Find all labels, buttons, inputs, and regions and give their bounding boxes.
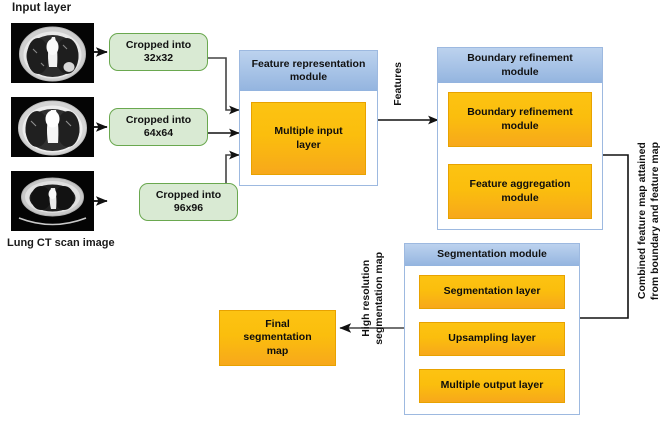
crop-box-32-line2: 32x32 bbox=[143, 52, 174, 64]
lung-ct-scan-image-1 bbox=[11, 23, 94, 83]
multiple-output-layer-box[interactable]: Multiple output layer bbox=[419, 369, 565, 403]
boundary-refinement-module-body: Boundary refinement module Feature aggre… bbox=[438, 83, 602, 230]
feature-aggregation-line1: Feature aggregation bbox=[469, 178, 571, 191]
boundary-refinement-header-line2: module bbox=[501, 65, 539, 78]
ct-scan-graphic-1 bbox=[11, 23, 94, 83]
boundary-refinement-inner-box[interactable]: Boundary refinement module bbox=[448, 92, 592, 147]
final-segmentation-map-line3: map bbox=[266, 344, 289, 357]
arrow-crop1-to-feature bbox=[208, 57, 240, 115]
lung-ct-scan-image-2 bbox=[11, 97, 94, 157]
segmentation-layer-box[interactable]: Segmentation layer bbox=[419, 275, 565, 309]
ct-scan-graphic-3 bbox=[11, 171, 94, 231]
feature-representation-module[interactable]: Feature representation module Multiple i… bbox=[239, 50, 378, 186]
crop-box-32-line1: Cropped into bbox=[125, 38, 192, 51]
multiple-output-layer-label: Multiple output layer bbox=[440, 379, 544, 392]
combined-feature-map-label: Combined feature map attained from bound… bbox=[636, 142, 661, 300]
feature-aggregation-module-box[interactable]: Feature aggregation module bbox=[448, 164, 592, 219]
upsampling-layer-box[interactable]: Upsampling layer bbox=[419, 322, 565, 356]
crop-box-96[interactable]: Cropped into 96x96 bbox=[139, 183, 238, 221]
ct-scan-graphic-2 bbox=[11, 97, 94, 157]
multiple-input-layer-line1: Multiple input bbox=[274, 125, 343, 138]
crop-box-64[interactable]: Cropped into 64x64 bbox=[109, 108, 208, 146]
boundary-refinement-inner-line1: Boundary refinement bbox=[467, 106, 573, 119]
segmentation-layer-label: Segmentation layer bbox=[443, 285, 541, 298]
boundary-refinement-header-line1: Boundary refinement bbox=[467, 52, 573, 65]
segmentation-module[interactable]: Segmentation module Segmentation layer U… bbox=[404, 243, 580, 415]
upsampling-layer-label: Upsampling layer bbox=[448, 332, 536, 345]
high-resolution-segmentation-label: High resolution segmentation map bbox=[360, 252, 385, 345]
final-segmentation-map-box[interactable]: Final segmentation map bbox=[219, 310, 336, 366]
segmentation-module-body: Segmentation layer Upsampling layer Mult… bbox=[405, 266, 579, 416]
crop-box-96-line1: Cropped into bbox=[155, 188, 222, 201]
boundary-refinement-module-header: Boundary refinement module bbox=[438, 48, 602, 83]
lung-ct-caption: Lung CT scan image bbox=[7, 237, 115, 249]
high-resolution-line2: segmentation map bbox=[372, 252, 385, 345]
final-segmentation-map-line1: Final bbox=[265, 318, 290, 331]
multiple-input-layer-line2: layer bbox=[296, 138, 321, 151]
feature-aggregation-line2: module bbox=[501, 191, 539, 204]
lung-ct-scan-image-3 bbox=[11, 171, 94, 231]
multiple-input-layer-box[interactable]: Multiple input layer bbox=[251, 102, 366, 175]
segmentation-module-header-label: Segmentation module bbox=[437, 248, 547, 261]
final-segmentation-map-line2: segmentation bbox=[243, 331, 312, 344]
feature-representation-module-body: Multiple input layer bbox=[240, 91, 377, 186]
combined-feature-map-line1: Combined feature map attained bbox=[636, 142, 648, 300]
boundary-refinement-module[interactable]: Boundary refinement module Boundary refi… bbox=[437, 47, 603, 230]
boundary-refinement-inner-line2: module bbox=[501, 119, 539, 132]
crop-box-32[interactable]: Cropped into 32x32 bbox=[109, 33, 208, 71]
features-arrow-label: Features bbox=[392, 62, 404, 106]
feature-representation-module-header: Feature representation module bbox=[240, 51, 377, 91]
crop-box-64-line1: Cropped into bbox=[125, 113, 192, 126]
input-layer-title: Input layer bbox=[12, 2, 72, 14]
feature-representation-header-line2: module bbox=[289, 71, 328, 83]
crop-box-96-line2: 96x96 bbox=[173, 202, 204, 214]
combined-feature-map-line2: from boundary and feature map bbox=[648, 142, 661, 301]
segmentation-module-header: Segmentation module bbox=[405, 244, 579, 266]
feature-representation-header-line1: Feature representation bbox=[251, 57, 366, 70]
high-resolution-line1: High resolution bbox=[360, 259, 372, 337]
crop-box-64-line2: 64x64 bbox=[143, 127, 174, 139]
